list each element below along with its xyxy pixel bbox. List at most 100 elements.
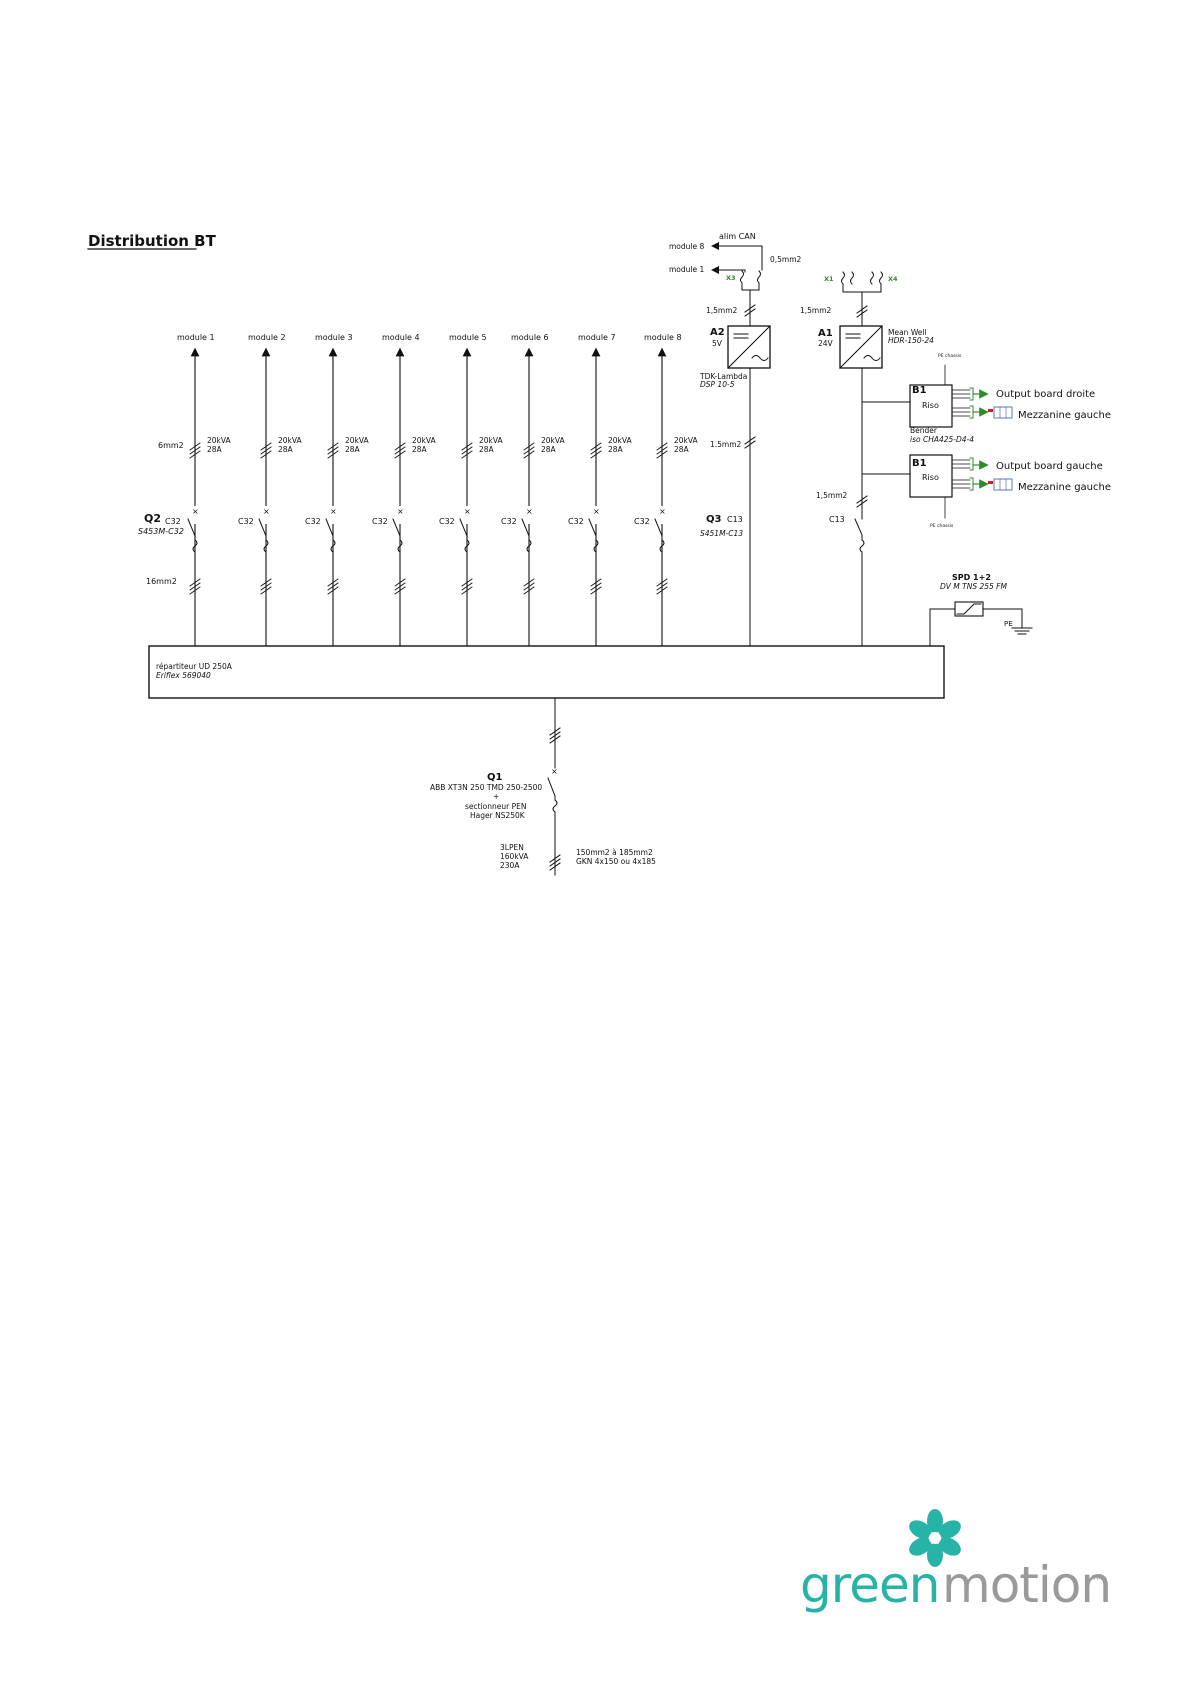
b1-top-monitor: B1 Riso PE chassis Output board droite M… — [909, 353, 1111, 444]
branch-5-slash-bottom-3 — [461, 586, 473, 595]
branch-2-slash-top-2 — [260, 446, 272, 455]
flower-center — [929, 1532, 941, 1544]
branch-7-slash-bottom-2 — [590, 582, 602, 591]
q1-line3: sectionneur PEN — [465, 802, 526, 811]
branch-8-slash-top-3 — [656, 450, 668, 459]
branch-3-breaker-blade — [325, 518, 334, 537]
branch-6-breaker: C32 — [501, 517, 517, 526]
branch-5-slash-top-2 — [461, 446, 473, 455]
branch-3-breaker: C32 — [305, 517, 321, 526]
branch-7-power: 20kVA — [608, 436, 633, 445]
branch-1-slash-bottom-2 — [189, 582, 201, 591]
branch-2-slash-top-3 — [260, 450, 272, 459]
svg-text:×: × — [551, 767, 558, 776]
branch-3-slash-top-1 — [327, 442, 339, 451]
fuse-x4-b-icon — [879, 271, 883, 285]
b1-top-out2: Mezzanine gauche — [1018, 410, 1111, 421]
diagram-title: Distribution BT — [88, 232, 217, 250]
b1-bottom-out2: Mezzanine gauche — [1018, 482, 1111, 493]
flower-petal-6 — [909, 1520, 932, 1539]
q1-line4: Hager NS250K — [470, 811, 526, 820]
branch-5-slash-top-1 — [461, 442, 473, 451]
c13-rating: C13 — [829, 515, 845, 524]
branch-2-breaker-x: × — [263, 507, 270, 516]
flower-petal-3 — [938, 1537, 961, 1556]
branch-1-slash-top-2 — [189, 446, 201, 455]
b1-ref: iso CHA425-D4-4 — [910, 435, 974, 444]
branch-8-slash-bottom-1 — [656, 578, 668, 587]
branch-6-slash-top-3 — [523, 450, 535, 459]
branch-6-breaker-blade — [521, 518, 530, 537]
logo-green: green — [800, 1556, 939, 1614]
branch-6-breaker-x: × — [526, 507, 533, 516]
flower-petal-4 — [927, 1543, 943, 1567]
branch-3-slash-top-3 — [327, 450, 339, 459]
spd-ref: DV M TNS 255 FM — [940, 582, 1007, 591]
branch-4-breaker-x: × — [397, 507, 404, 516]
q1-line2: + — [493, 792, 499, 801]
branch-3-slash-bottom-1 — [327, 578, 339, 587]
b1-bottom-pe: PE chassis — [930, 523, 954, 529]
branch-8-slash-bottom-2 — [656, 582, 668, 591]
q2-name: Q2 — [144, 512, 161, 525]
branch-3-slash-top-2 — [327, 446, 339, 455]
branch-4-slash-bottom-3 — [394, 586, 406, 595]
q2-cable-top: 6mm2 — [158, 441, 184, 450]
supply-cable2: GKN 4x150 ou 4x185 — [576, 857, 656, 866]
branch-4-slash-bottom-2 — [394, 582, 406, 591]
a1-voltage: 24V — [818, 339, 834, 348]
branch-2-power: 20kVA — [278, 436, 303, 445]
b1-bottom-out1: Output board gauche — [996, 461, 1103, 472]
branch-8-slash-bottom-3 — [656, 586, 668, 595]
branch-8-breaker: C32 — [634, 517, 650, 526]
branch-1-power: 20kVA — [207, 436, 232, 445]
b1-bottom-monitor: B1 Riso PE chassis Output board gauche M… — [909, 454, 1111, 529]
q1-incomer: × Q1 ABB XT3N 250 TMD 250-2500 + section… — [430, 697, 656, 876]
can-module-bottom: module 1 — [669, 265, 704, 274]
logo-tm: TM — [1091, 1574, 1102, 1582]
a1-supply: X1 X4 1,5mm2 A1 24V Mean Well HDR-150-24… — [800, 271, 934, 647]
branch-5-trip-icon — [464, 539, 470, 553]
branch-7-slash-top-1 — [590, 442, 602, 451]
branch-5-slash-bottom-2 — [461, 582, 473, 591]
branch-1-gap — [193, 506, 197, 524]
branch-1-breaker-blade — [187, 518, 196, 537]
branch-7-module: module 7 — [578, 333, 616, 342]
b1-maker: Bender — [910, 426, 938, 435]
terminal-x3: X3 — [726, 274, 736, 282]
b1-bottom-name: B1 — [912, 458, 927, 469]
branch-1-slash-bottom-3 — [189, 586, 201, 595]
branch-5-breaker-blade — [459, 518, 468, 537]
connector-top-icon — [988, 406, 1013, 419]
can-module-top: module 8 — [669, 242, 704, 251]
supply-l3: 230A — [500, 861, 520, 870]
branch-5-breaker-x: × — [464, 507, 471, 516]
q2-cable-bottom: 16mm2 — [146, 577, 177, 586]
branch-7-slash-bottom-1 — [590, 578, 602, 587]
can-supply: alim CAN module 8 module 1 0,5mm2 X3 1,5… — [669, 232, 802, 327]
branch-6-slash-top-1 — [523, 442, 535, 451]
branch-6-current: 28A — [541, 445, 557, 454]
c13-cable: 1,5mm2 — [816, 491, 848, 500]
flower-petal-1 — [927, 1509, 943, 1533]
fuse-x1-a-icon — [841, 271, 845, 285]
fuse-x1-b-icon — [850, 271, 854, 285]
branch-2-breaker-blade — [258, 518, 267, 537]
branch-2-slash-bottom-1 — [260, 578, 272, 587]
b1-top-label: Riso — [922, 401, 939, 410]
flower-petal-5 — [909, 1537, 932, 1556]
branch-2-slash-top-1 — [260, 442, 272, 451]
branch-3-slash-bottom-3 — [327, 586, 339, 595]
flower-petal-2 — [938, 1520, 961, 1539]
branch-2-trip-icon — [263, 539, 269, 553]
branch-8-current: 28A — [674, 445, 690, 454]
branch-6-power: 20kVA — [541, 436, 566, 445]
branch-1-current: 28A — [207, 445, 223, 454]
branch-6-module: module 6 — [511, 333, 549, 342]
can-cable: 0,5mm2 — [770, 255, 802, 264]
branch-1-module: module 1 — [177, 333, 215, 342]
spd-surge-protector: SPD 1+2 DV M TNS 255 FM PE — [929, 573, 1033, 647]
branch-5-module: module 5 — [449, 333, 487, 342]
branch-3-current: 28A — [345, 445, 361, 454]
